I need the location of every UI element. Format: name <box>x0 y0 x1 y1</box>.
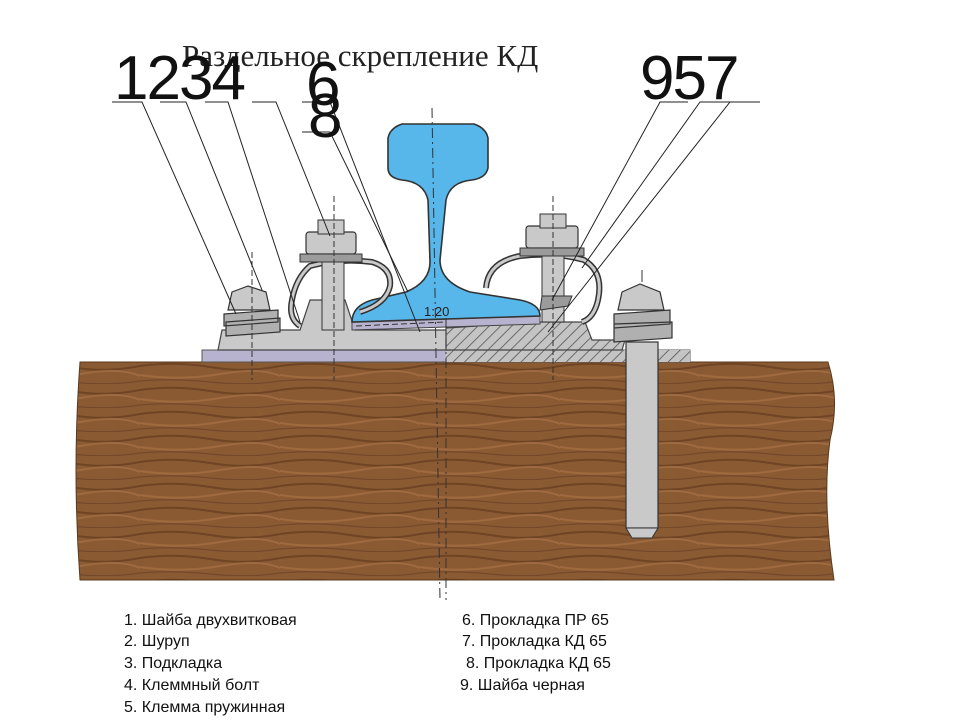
terminal-bolt-right-nut <box>525 225 579 249</box>
screw-right-head <box>617 283 665 311</box>
callout-number-6: 6 <box>306 50 341 119</box>
terminal-bolt-left-nut <box>305 231 357 255</box>
slope-label: 1:20 <box>424 304 449 319</box>
slope-marker-line <box>355 321 447 327</box>
screw-right-shank <box>625 341 659 529</box>
diagram-title: Раздельное скрепление КД <box>182 38 539 73</box>
legend-item-7: 7. Прокладка КД 65 <box>462 633 607 650</box>
double-coil-washer-right <box>613 309 673 343</box>
black-washer <box>539 295 573 311</box>
leader-lines-right <box>547 101 760 333</box>
legend-item-6: 6. Прокладка ПР 65 <box>462 612 609 629</box>
leader-lines-left <box>112 101 421 333</box>
double-coil-washer-left <box>223 309 281 337</box>
screw-left-head <box>227 285 271 311</box>
legend-item-3: 3. Подкладка <box>124 655 223 672</box>
callout-numbers-right: 957 <box>640 44 739 113</box>
callout-numbers-left: 1234 <box>114 44 246 113</box>
rail <box>351 123 541 323</box>
legend-item-5: 5. Клемма пружинная <box>124 699 286 716</box>
legend-item-2: 2. Шуруп <box>124 633 190 650</box>
legend-item-9: 9. Шайба черная <box>460 677 585 694</box>
legend-item-8: 8. Прокладка КД 65 <box>466 655 611 672</box>
washer-right <box>519 247 585 257</box>
wooden-sleeper <box>75 361 836 581</box>
center-axis <box>431 107 441 601</box>
legend-item-1: 1. Шайба двухвитковая <box>124 612 297 629</box>
callout-number-8: 8 <box>308 82 343 151</box>
washer-left <box>299 253 363 263</box>
legend-item-4: 4. Клеммный болт <box>124 677 260 694</box>
